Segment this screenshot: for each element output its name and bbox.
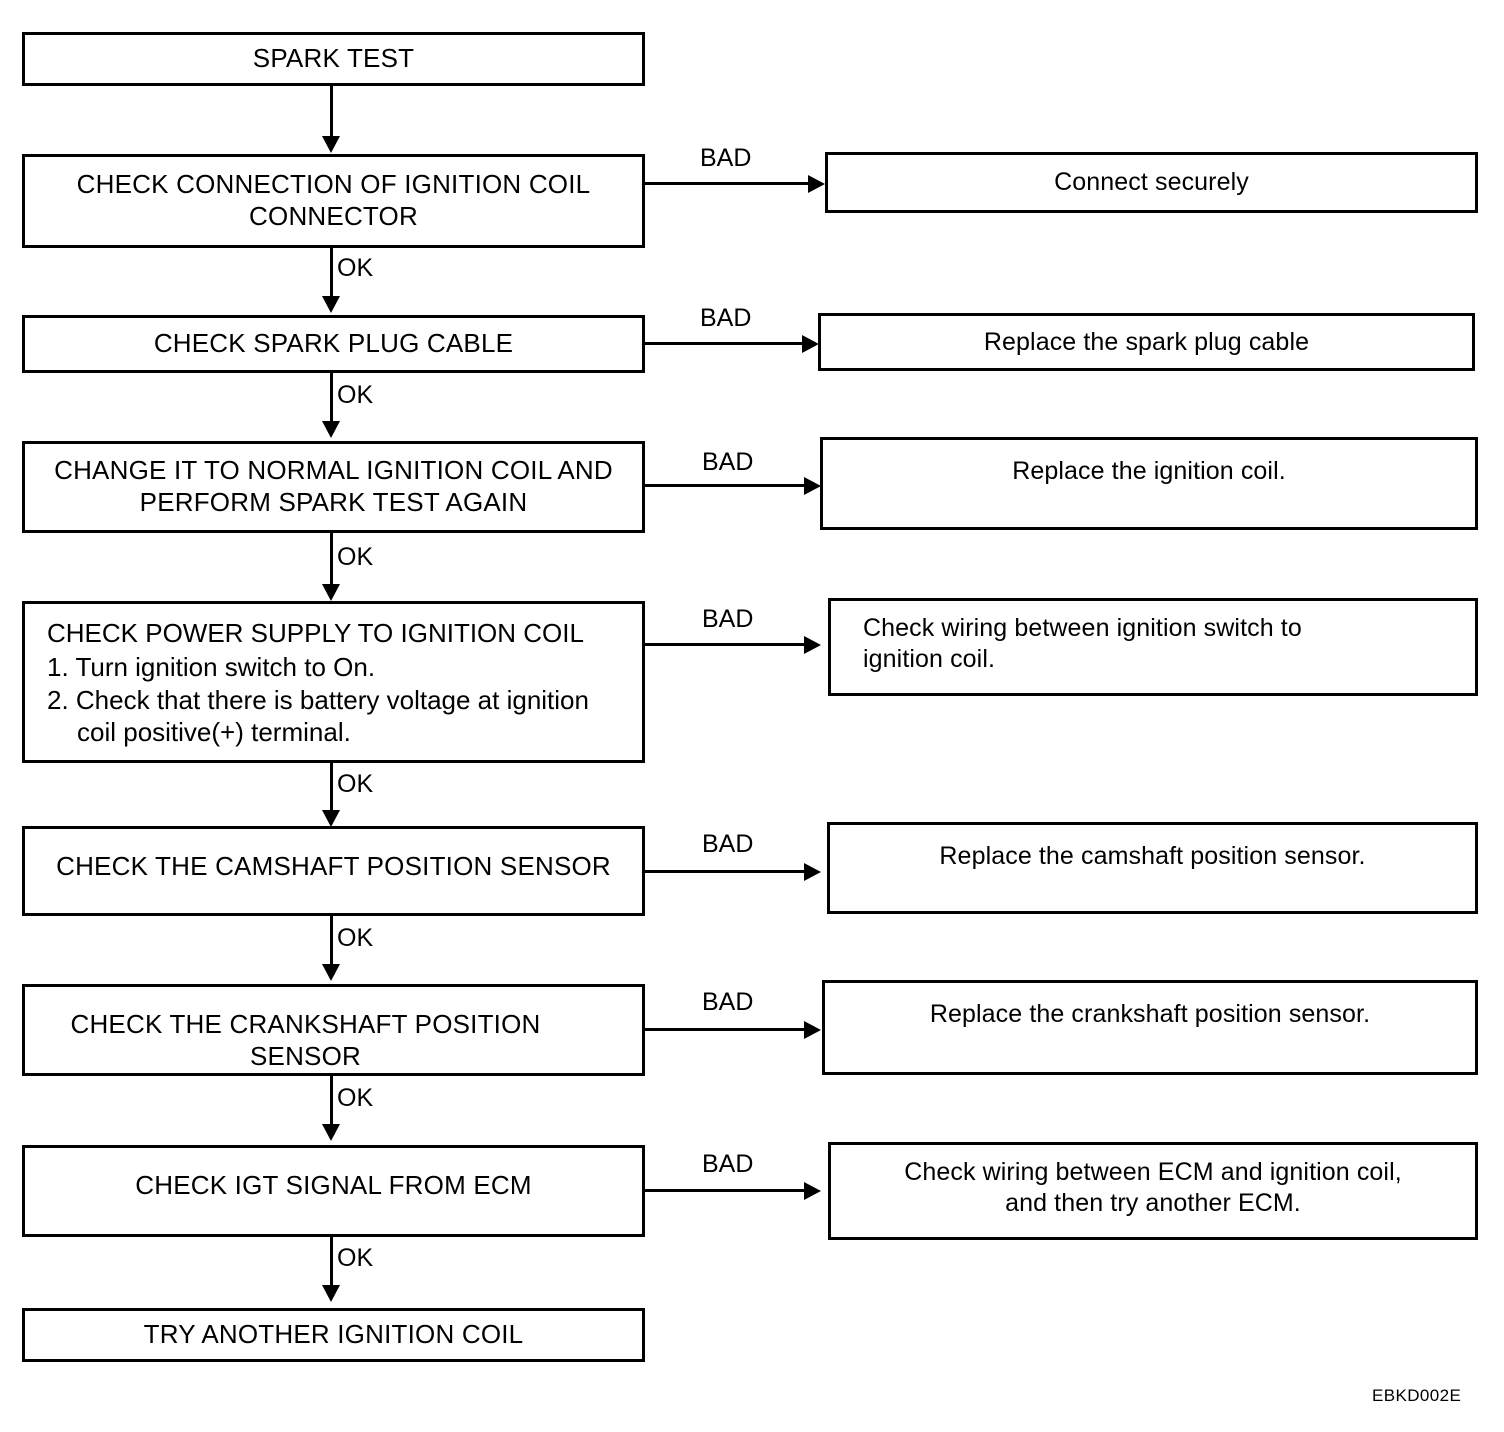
connector-bad-4-arrow bbox=[804, 636, 821, 654]
step-box-check-connection-ignition-coil-connector: CHECK CONNECTION OF IGNITION COIL CONNEC… bbox=[22, 154, 645, 248]
connector-ok-7-arrow bbox=[322, 1124, 340, 1141]
step-substep-item: 2. Check that there is battery voltage a… bbox=[47, 685, 589, 748]
action-box-replace-camshaft-position-sensor: Replace the camshaft position sensor. bbox=[827, 822, 1478, 914]
connector-ok-5-line bbox=[330, 763, 333, 815]
step-label-check-connection-ignition-coil-connector: CHECK CONNECTION OF IGNITION COIL CONNEC… bbox=[76, 169, 591, 231]
connector-bad-2-line bbox=[645, 342, 813, 345]
action-box-check-wiring-ignition-switch: Check wiring between ignition switch to … bbox=[828, 598, 1478, 696]
connector-bad-1-arrow bbox=[808, 175, 825, 193]
action-label-replace-spark-plug-cable: Replace the spark plug cable bbox=[983, 327, 1310, 356]
step-label-check-crankshaft-position-sensor: CHECK THE CRANKSHAFT POSITION SENSOR bbox=[70, 1009, 541, 1071]
connector-ok-2-arrow bbox=[322, 296, 340, 313]
connector-ok-3-arrow bbox=[322, 421, 340, 438]
connector-bad-7-arrow bbox=[804, 1182, 821, 1200]
edge-label-bad-6: BAD bbox=[702, 988, 754, 1016]
connector-bad-6-line bbox=[645, 1028, 815, 1031]
action-box-replace-ignition-coil: Replace the ignition coil. bbox=[820, 437, 1478, 530]
edge-label-bad-1: BAD bbox=[700, 144, 752, 172]
action-label-replace-ignition-coil: Replace the ignition coil. bbox=[1012, 457, 1286, 485]
step-label-check-spark-plug-cable: CHECK SPARK PLUG CABLE bbox=[153, 328, 514, 359]
step-box-spark-test: SPARK TEST bbox=[22, 32, 645, 86]
action-box-replace-spark-plug-cable: Replace the spark plug cable bbox=[818, 313, 1475, 371]
connector-ok-3-line bbox=[330, 373, 333, 425]
step-label-try-another-ignition-coil: TRY ANOTHER IGNITION COIL bbox=[143, 1319, 524, 1350]
step-box-check-spark-plug-cable: CHECK SPARK PLUG CABLE bbox=[22, 315, 645, 373]
connector-bad-5-line bbox=[645, 870, 815, 873]
step-label-check-camshaft-position-sensor: CHECK THE CAMSHAFT POSITION SENSOR bbox=[56, 851, 611, 881]
action-box-replace-crankshaft-position-sensor: Replace the crankshaft position sensor. bbox=[822, 980, 1478, 1075]
action-box-check-wiring-ecm: Check wiring between ECM and ignition co… bbox=[828, 1142, 1478, 1240]
step-box-check-crankshaft-position-sensor: CHECK THE CRANKSHAFT POSITION SENSOR bbox=[22, 984, 645, 1076]
connector-ok-2-line bbox=[330, 248, 333, 300]
connector-ok-8-arrow bbox=[322, 1285, 340, 1302]
connector-bad-5-arrow bbox=[804, 863, 821, 881]
edge-label-ok-2: OK bbox=[337, 381, 374, 409]
step-box-check-igt-signal-from-ecm: CHECK IGT SIGNAL FROM ECM bbox=[22, 1145, 645, 1237]
connector-bad-3-line bbox=[645, 484, 815, 487]
edge-label-bad-7: BAD bbox=[702, 1150, 754, 1178]
edge-label-bad-2: BAD bbox=[700, 304, 752, 332]
connector-ok-6-arrow bbox=[322, 964, 340, 981]
connector-bad-2-arrow bbox=[802, 335, 819, 353]
step-label-check-igt-signal-from-ecm: CHECK IGT SIGNAL FROM ECM bbox=[135, 1170, 532, 1200]
connector-bad-4-line bbox=[645, 643, 815, 646]
connector-ok-4-line bbox=[330, 533, 333, 588]
action-label-check-wiring-ignition-switch: Check wiring between ignition switch to … bbox=[863, 614, 1302, 673]
edge-label-ok-5: OK bbox=[337, 924, 374, 952]
connector-ok-1-line bbox=[330, 86, 333, 142]
action-label-connect-securely: Connect securely bbox=[1054, 168, 1249, 197]
edge-label-ok-6: OK bbox=[337, 1084, 374, 1112]
connector-ok-6-line bbox=[330, 916, 333, 968]
connector-ok-4-arrow bbox=[322, 584, 340, 601]
step-substep-item: 1. Turn ignition switch to On. bbox=[47, 651, 376, 682]
connector-ok-1-arrow bbox=[322, 136, 340, 153]
step-box-change-to-normal-ignition-coil: CHANGE IT TO NORMAL IGNITION COIL AND PE… bbox=[22, 441, 645, 533]
edge-label-ok-3: OK bbox=[337, 543, 374, 571]
connector-bad-7-line bbox=[645, 1189, 815, 1192]
edge-label-ok-1: OK bbox=[337, 254, 374, 282]
step-label-spark-test: SPARK TEST bbox=[252, 43, 415, 74]
connector-bad-3-arrow bbox=[804, 477, 821, 495]
edge-label-bad-4: BAD bbox=[702, 605, 754, 633]
edge-label-ok-7: OK bbox=[337, 1244, 374, 1272]
step-label-check-power-supply-ignition-coil: CHECK POWER SUPPLY TO IGNITION COIL bbox=[47, 618, 584, 648]
action-label-replace-camshaft-position-sensor: Replace the camshaft position sensor. bbox=[939, 842, 1366, 870]
action-label-check-wiring-ecm: Check wiring between ECM and ignition co… bbox=[904, 1158, 1402, 1217]
edge-label-bad-5: BAD bbox=[702, 830, 754, 858]
edge-label-bad-3: BAD bbox=[702, 448, 754, 476]
action-box-connect-securely: Connect securely bbox=[825, 152, 1478, 213]
step-substep-list: 1. Turn ignition switch to On. 2. Check … bbox=[47, 652, 624, 749]
step-label-change-to-normal-ignition-coil: CHANGE IT TO NORMAL IGNITION COIL AND PE… bbox=[54, 455, 613, 517]
action-label-replace-crankshaft-position-sensor: Replace the crankshaft position sensor. bbox=[929, 1000, 1371, 1028]
connector-ok-7-line bbox=[330, 1076, 333, 1128]
connector-ok-5-arrow bbox=[322, 810, 340, 827]
figure-code-label: EBKD002E bbox=[1372, 1386, 1462, 1405]
connector-bad-1-line bbox=[645, 182, 820, 185]
edge-label-ok-4: OK bbox=[337, 770, 374, 798]
connector-bad-6-arrow bbox=[804, 1021, 821, 1039]
step-box-check-power-supply-ignition-coil: CHECK POWER SUPPLY TO IGNITION COIL 1. T… bbox=[22, 601, 645, 763]
connector-ok-8-line bbox=[330, 1237, 333, 1289]
step-box-try-another-ignition-coil: TRY ANOTHER IGNITION COIL bbox=[22, 1308, 645, 1362]
step-box-check-camshaft-position-sensor: CHECK THE CAMSHAFT POSITION SENSOR bbox=[22, 826, 645, 916]
